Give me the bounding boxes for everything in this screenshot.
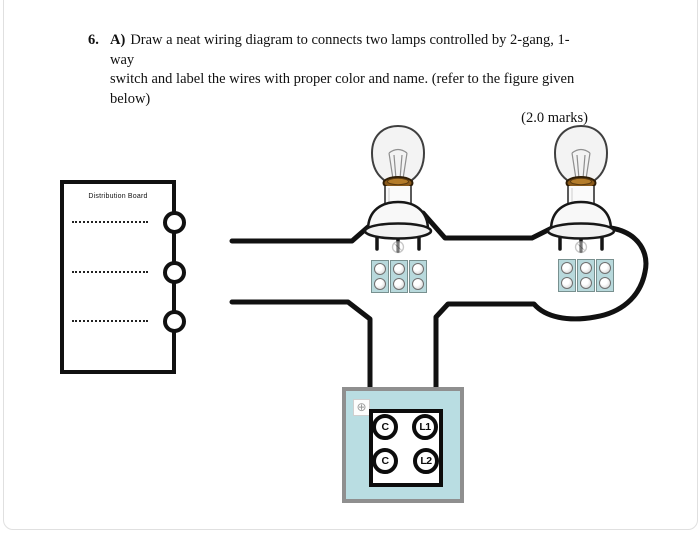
terminal-label: L1 xyxy=(419,421,431,433)
question-line-1: A)Draw a neat wiring diagram to connects… xyxy=(110,31,588,70)
question-body: A)Draw a neat wiring diagram to connects… xyxy=(110,31,588,129)
terminal-screw-icon xyxy=(580,262,592,275)
terminal-screw-icon xyxy=(393,277,405,290)
switch-terminal-l2: L2 xyxy=(413,448,439,474)
question-line-2: switch and label the wires with proper c… xyxy=(110,71,575,107)
terminal-block-lamp1 xyxy=(371,260,427,293)
dotted-wire-row xyxy=(72,221,148,223)
terminal-label: C xyxy=(381,421,389,433)
terminal-screw-icon xyxy=(599,262,611,275)
lamp-2 xyxy=(546,124,616,255)
terminal-screw-icon xyxy=(561,276,573,289)
conduit-lamp2-loop-to-switch xyxy=(433,225,649,394)
conduit-db-to-lamp1 xyxy=(229,224,371,244)
terminal-screw-icon xyxy=(393,263,405,276)
switch-terminal-l1: L1 xyxy=(412,414,438,440)
conduit-db-to-switch xyxy=(229,299,373,394)
question-block: 6. A)Draw a neat wiring diagram to conne… xyxy=(88,31,588,129)
question-part-label: A) xyxy=(110,32,126,48)
question-line-1-text: Draw a neat wiring diagram to connects t… xyxy=(110,32,570,68)
switch-box: ⊕ C L1 C L2 xyxy=(342,387,464,503)
distribution-board-label: Distribution Board xyxy=(88,193,148,200)
switch-terminal-c-bottom: C xyxy=(372,448,398,474)
screw-icon: ⊕ xyxy=(353,399,370,416)
question-marks: (2.0 marks) xyxy=(521,110,588,126)
switch-terminal-c-top: C xyxy=(372,414,398,440)
switch-terminal-plate: C L1 C L2 xyxy=(369,409,443,487)
distribution-board: Distribution Board xyxy=(60,180,186,374)
dotted-wire-row xyxy=(72,320,148,322)
terminal-screw-icon xyxy=(374,277,386,290)
terminal-screw-icon xyxy=(561,262,573,275)
terminal-segment xyxy=(409,260,427,293)
board-terminal-circle xyxy=(163,261,186,284)
board-terminal-circle xyxy=(163,211,186,234)
terminal-segment xyxy=(596,259,614,292)
terminal-segment xyxy=(371,260,389,293)
terminal-segment xyxy=(390,260,408,293)
terminal-label: C xyxy=(381,455,389,467)
terminal-label: L2 xyxy=(420,455,432,467)
terminal-screw-icon xyxy=(412,263,424,276)
terminal-segment xyxy=(558,259,576,292)
terminal-segment xyxy=(577,259,595,292)
terminal-screw-icon xyxy=(580,276,592,289)
dotted-wire-row xyxy=(72,271,148,273)
terminal-screw-icon xyxy=(412,277,424,290)
terminal-screw-icon xyxy=(599,276,611,289)
board-terminal-circle xyxy=(163,310,186,333)
question-number: 6. xyxy=(88,32,99,48)
terminal-screw-icon xyxy=(374,263,386,276)
lamp-1 xyxy=(363,124,433,255)
terminal-block-lamp2 xyxy=(558,259,614,292)
conduit-lamp1-to-lamp2 xyxy=(420,210,555,241)
